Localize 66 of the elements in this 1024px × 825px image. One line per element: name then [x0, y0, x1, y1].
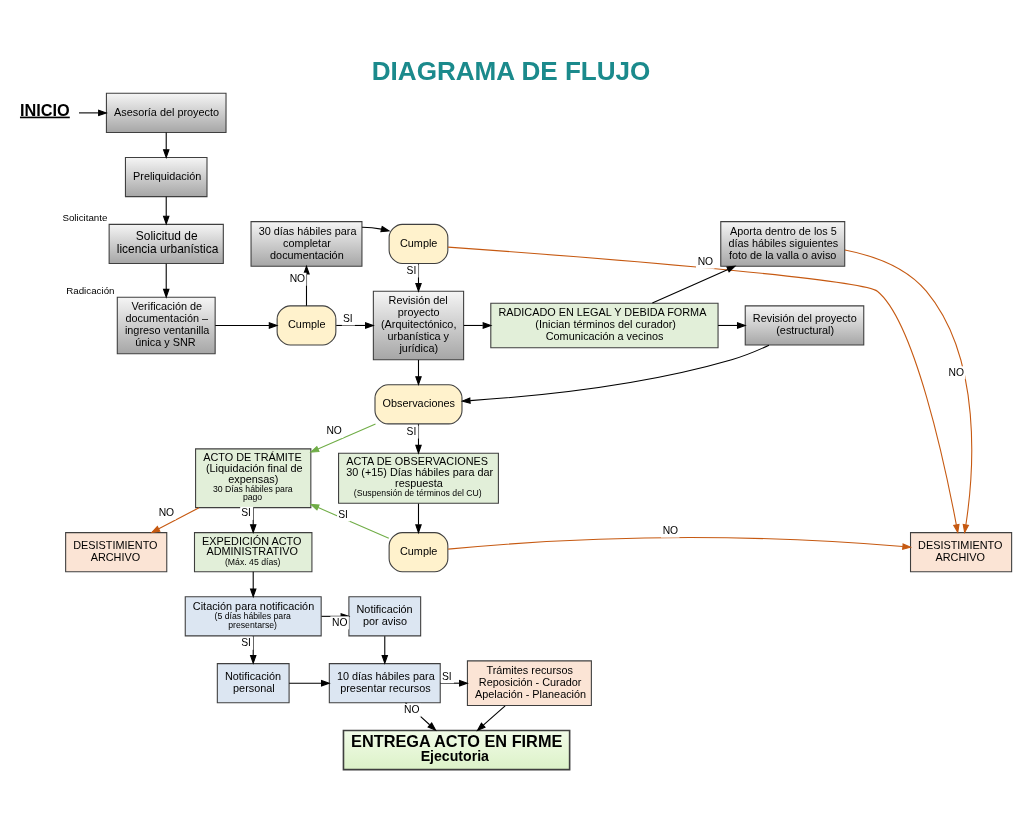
edge-label: SI	[406, 264, 417, 276]
node-box: Cumple	[388, 223, 449, 264]
node-box: Verificación de documentación – ingreso ventanilla única y SNR	[116, 296, 216, 354]
node-box: Notificación por aviso	[348, 595, 422, 636]
node-box: Preliquidación	[124, 156, 208, 197]
arrow	[439, 679, 469, 687]
edge-label: NO	[332, 616, 348, 628]
arrow	[447, 246, 960, 534]
edge-label: NO	[158, 506, 175, 518]
node-label: Solicitante	[62, 211, 108, 223]
node-box: 30 días hábiles para completar documentación	[250, 220, 363, 267]
arrow	[463, 321, 493, 329]
node-box: Cumple	[388, 531, 449, 572]
arrow	[335, 321, 375, 329]
edge-label: SI	[338, 508, 348, 520]
diagram-title: DIAGRAMA DE FLUJO	[371, 55, 651, 86]
edge-label: NO	[662, 524, 679, 536]
arrow	[162, 195, 170, 226]
arrow	[309, 503, 390, 539]
node-box: DESISTIMIENTO ARCHIVO	[909, 531, 1013, 572]
node-box: DESISTIMIENTO ARCHIVO	[65, 531, 168, 572]
node-box: RADICADO EN LEGAL Y DEBIDA FORMA (Inician términos del curador) Comunicación a vecinos	[490, 302, 719, 348]
node-box: Cumple	[276, 304, 337, 346]
node-box: Citación para notificación (5 días hábiles para presentarse)	[184, 595, 322, 636]
edge-label: NO	[404, 703, 420, 715]
arrow	[381, 635, 389, 665]
edge-label: NO	[289, 272, 306, 284]
arrow	[844, 248, 973, 534]
arrow	[447, 536, 913, 550]
arrow	[162, 262, 170, 299]
node-box: Trámites recursos Reposición - Curador Apelación - Planeación	[466, 659, 592, 706]
node-box: Observaciones	[374, 383, 463, 424]
arrow	[717, 321, 747, 329]
edge-label: NO	[697, 255, 714, 267]
edge-label: SI	[342, 312, 353, 324]
edge-label: NO	[326, 424, 342, 436]
arrow	[78, 108, 108, 116]
arrow	[476, 704, 506, 731]
arrow	[415, 423, 422, 455]
arrow	[361, 225, 391, 232]
node-box: Aporta dentro de los 5 días hábiles siguientes foto de la valla o aviso	[720, 220, 846, 267]
edge-label: SI	[406, 425, 417, 437]
arrow	[288, 679, 331, 687]
edge-label: SI	[441, 670, 452, 682]
node-box: ENTREGA ACTO EN FIRME Ejecutoria	[342, 729, 571, 770]
edge-label: SI	[241, 506, 251, 518]
arrow	[415, 262, 422, 293]
node-box: ACTA DE OBSERVACIONES 30 (+15) Días hábiles para dar respuesta (Suspensión de términos del CU)	[338, 452, 499, 504]
node-box: Asesoría del proyecto	[105, 92, 227, 133]
node-label: Radicación	[66, 284, 115, 296]
node-box: EXPEDICIÓN ACTO ADMINISTRATIVO (Máx. 45 días)	[193, 531, 313, 572]
edge-label: SI	[241, 636, 251, 648]
node-box: Revisión del proyecto (estructural)	[744, 304, 865, 346]
node-box: Revisión del proyecto (Arquitectónico, urbanística y jurídica)	[372, 290, 465, 360]
node-box: 10 días hábiles para presentar recursos	[328, 662, 441, 703]
arrow	[303, 264, 310, 306]
node-box: ACTO DE TRÁMITE (Liquidación final de expensas) 30 Días hábiles para pago	[195, 447, 312, 508]
arrow	[249, 635, 257, 665]
edge-label: NO	[948, 366, 964, 378]
arrow	[415, 502, 422, 534]
node-box: Solicitud de licencia urbanística	[108, 223, 224, 264]
arrow	[651, 265, 737, 304]
arrow	[460, 344, 770, 404]
arrow	[214, 321, 279, 329]
node-box: Notificación personal	[216, 662, 290, 703]
node-text: INICIO	[19, 100, 70, 119]
